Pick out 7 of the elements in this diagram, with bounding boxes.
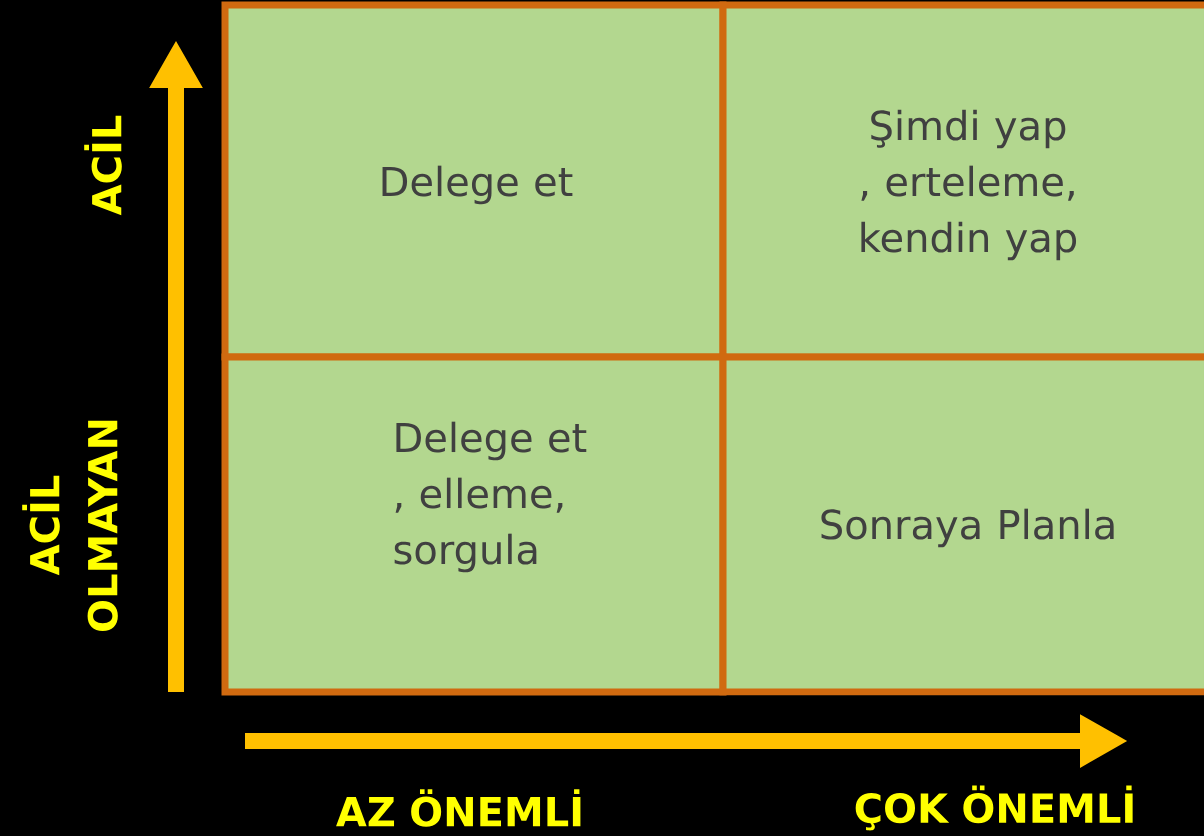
axis-label: AZ ÖNEMLİ — [336, 789, 581, 827]
axis-label: ACİL OLMAYAN — [22, 420, 118, 631]
quadrant-box: Delege et , elleme, sorgula — [221, 353, 727, 696]
axis-label: ACİL — [84, 115, 122, 216]
quadrant-box: Sonraya Planla — [719, 353, 1204, 696]
quadrant-box: Delege et — [221, 1, 727, 361]
axis-label: ÇOK ÖNEMLİ — [855, 785, 1133, 831]
